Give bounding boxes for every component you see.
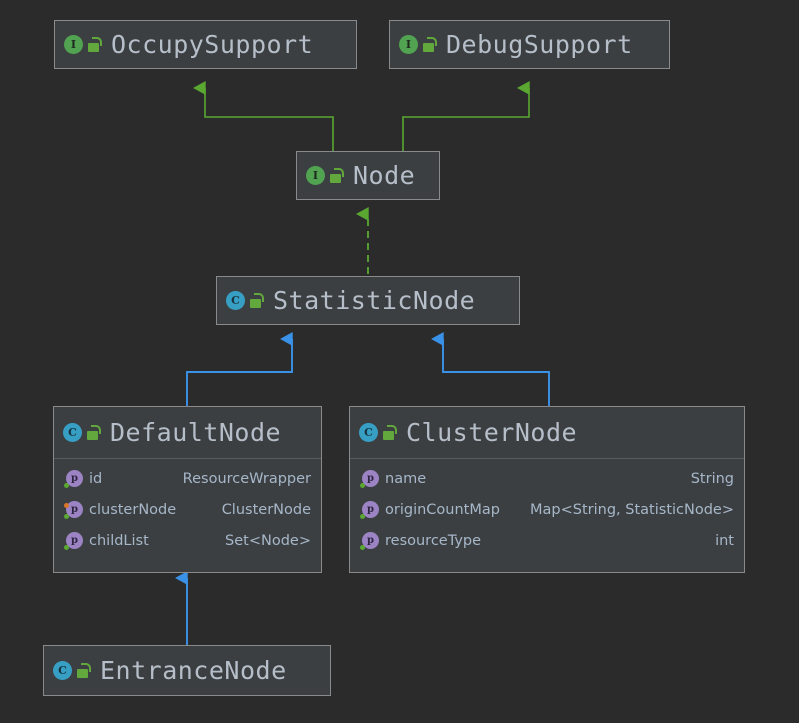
interface-icon: I (64, 35, 83, 54)
interface-icon: I (306, 166, 325, 185)
field-icon: p (64, 500, 84, 519)
node-header: C StatisticNode (217, 277, 519, 324)
field-row[interactable]: p resourceType int (350, 525, 744, 556)
field-type: ClusterNode (221, 501, 311, 518)
node-title: DefaultNode (110, 418, 282, 447)
field-name: resourceType (385, 532, 482, 549)
node-title: StatisticNode (273, 286, 476, 315)
field-row[interactable]: p id ResourceWrapper (54, 463, 321, 494)
node-fields: p id ResourceWrapper p clusterNode Clust… (54, 458, 321, 562)
class-icon-glyph: C (53, 661, 72, 680)
field-row[interactable]: p childList Set<Node> (54, 525, 321, 556)
field-icon-glyph: p (362, 469, 379, 487)
field-type: int (715, 532, 734, 549)
node-header: C ClusterNode (350, 407, 744, 458)
edge-node-to-debugsupport (402, 88, 530, 152)
edge-node-to-occupysupport (205, 88, 334, 152)
class-icon-glyph: C (359, 423, 378, 442)
uml-node-occupysupport[interactable]: I OccupySupport (54, 20, 357, 69)
field-icon-glyph: p (362, 500, 379, 518)
visibility-dot-orange (64, 502, 69, 508)
class-icon-glyph: C (63, 423, 82, 442)
node-title: EntranceNode (100, 656, 287, 685)
visibility-dot-green (64, 513, 69, 519)
uml-node-clusternode[interactable]: C ClusterNode p name String p (349, 406, 745, 573)
field-icon: p (360, 531, 380, 550)
field-row[interactable]: p name String (350, 463, 744, 494)
field-icon-glyph: p (66, 500, 83, 518)
uml-node-defaultnode[interactable]: C DefaultNode p id ResourceWrapper p (53, 406, 322, 573)
field-icon: p (64, 531, 84, 550)
unlocked-padlock-icon (87, 37, 102, 52)
class-icon-glyph: C (226, 291, 245, 310)
field-name: originCountMap (385, 501, 500, 518)
field-icon-glyph: p (66, 469, 83, 487)
unlocked-padlock-icon (249, 293, 264, 308)
interface-icon-glyph: I (399, 35, 418, 54)
node-title: ClusterNode (406, 418, 578, 447)
class-icon: C (359, 423, 378, 442)
visibility-dot-green (64, 482, 69, 488)
node-title: OccupySupport (111, 30, 314, 59)
node-fields: p name String p originCountMap Map<Strin… (350, 458, 744, 562)
field-row[interactable]: p clusterNode ClusterNode (54, 494, 321, 525)
class-icon: C (53, 661, 72, 680)
node-title: DebugSupport (446, 30, 633, 59)
field-icon: p (64, 469, 84, 488)
interface-icon: I (399, 35, 418, 54)
field-name: name (385, 470, 427, 487)
field-type: String (690, 470, 734, 487)
field-icon-glyph: p (66, 531, 83, 549)
field-row[interactable]: p originCountMap Map<String, StatisticNo… (350, 494, 744, 525)
field-icon: p (360, 469, 380, 488)
edge-defaultnode-to-statisticnode (186, 339, 293, 406)
node-header: I Node (297, 152, 439, 199)
edge-clusternode-to-statisticnode (443, 339, 550, 406)
node-header: C EntranceNode (44, 646, 330, 695)
unlocked-padlock-icon (76, 663, 91, 678)
field-type: Set<Node> (225, 532, 311, 549)
node-header: I DebugSupport (390, 21, 669, 68)
node-header: C DefaultNode (54, 407, 321, 458)
field-icon: p (360, 500, 380, 519)
interface-icon-glyph: I (64, 35, 83, 54)
node-title: Node (353, 161, 416, 190)
visibility-dot-green (360, 482, 365, 488)
unlocked-padlock-icon (86, 425, 101, 440)
unlocked-padlock-icon (422, 37, 437, 52)
class-icon: C (226, 291, 245, 310)
unlocked-padlock-icon (329, 168, 344, 183)
field-type: Map<String, StatisticNode> (530, 501, 734, 518)
uml-node-entrancenode[interactable]: C EntranceNode (43, 645, 331, 696)
field-name: childList (89, 532, 149, 549)
visibility-dot-green (360, 544, 365, 550)
class-icon: C (63, 423, 82, 442)
node-header: I OccupySupport (55, 21, 356, 68)
visibility-dot-green (360, 513, 365, 519)
field-name: id (89, 470, 103, 487)
uml-node-node[interactable]: I Node (296, 151, 440, 200)
interface-icon-glyph: I (306, 166, 325, 185)
uml-node-statisticnode[interactable]: C StatisticNode (216, 276, 520, 325)
unlocked-padlock-icon (382, 425, 397, 440)
field-type: ResourceWrapper (182, 470, 311, 487)
field-icon-glyph: p (362, 531, 379, 549)
uml-node-debugsupport[interactable]: I DebugSupport (389, 20, 670, 69)
field-name: clusterNode (89, 501, 177, 518)
visibility-dot-green (64, 544, 69, 550)
